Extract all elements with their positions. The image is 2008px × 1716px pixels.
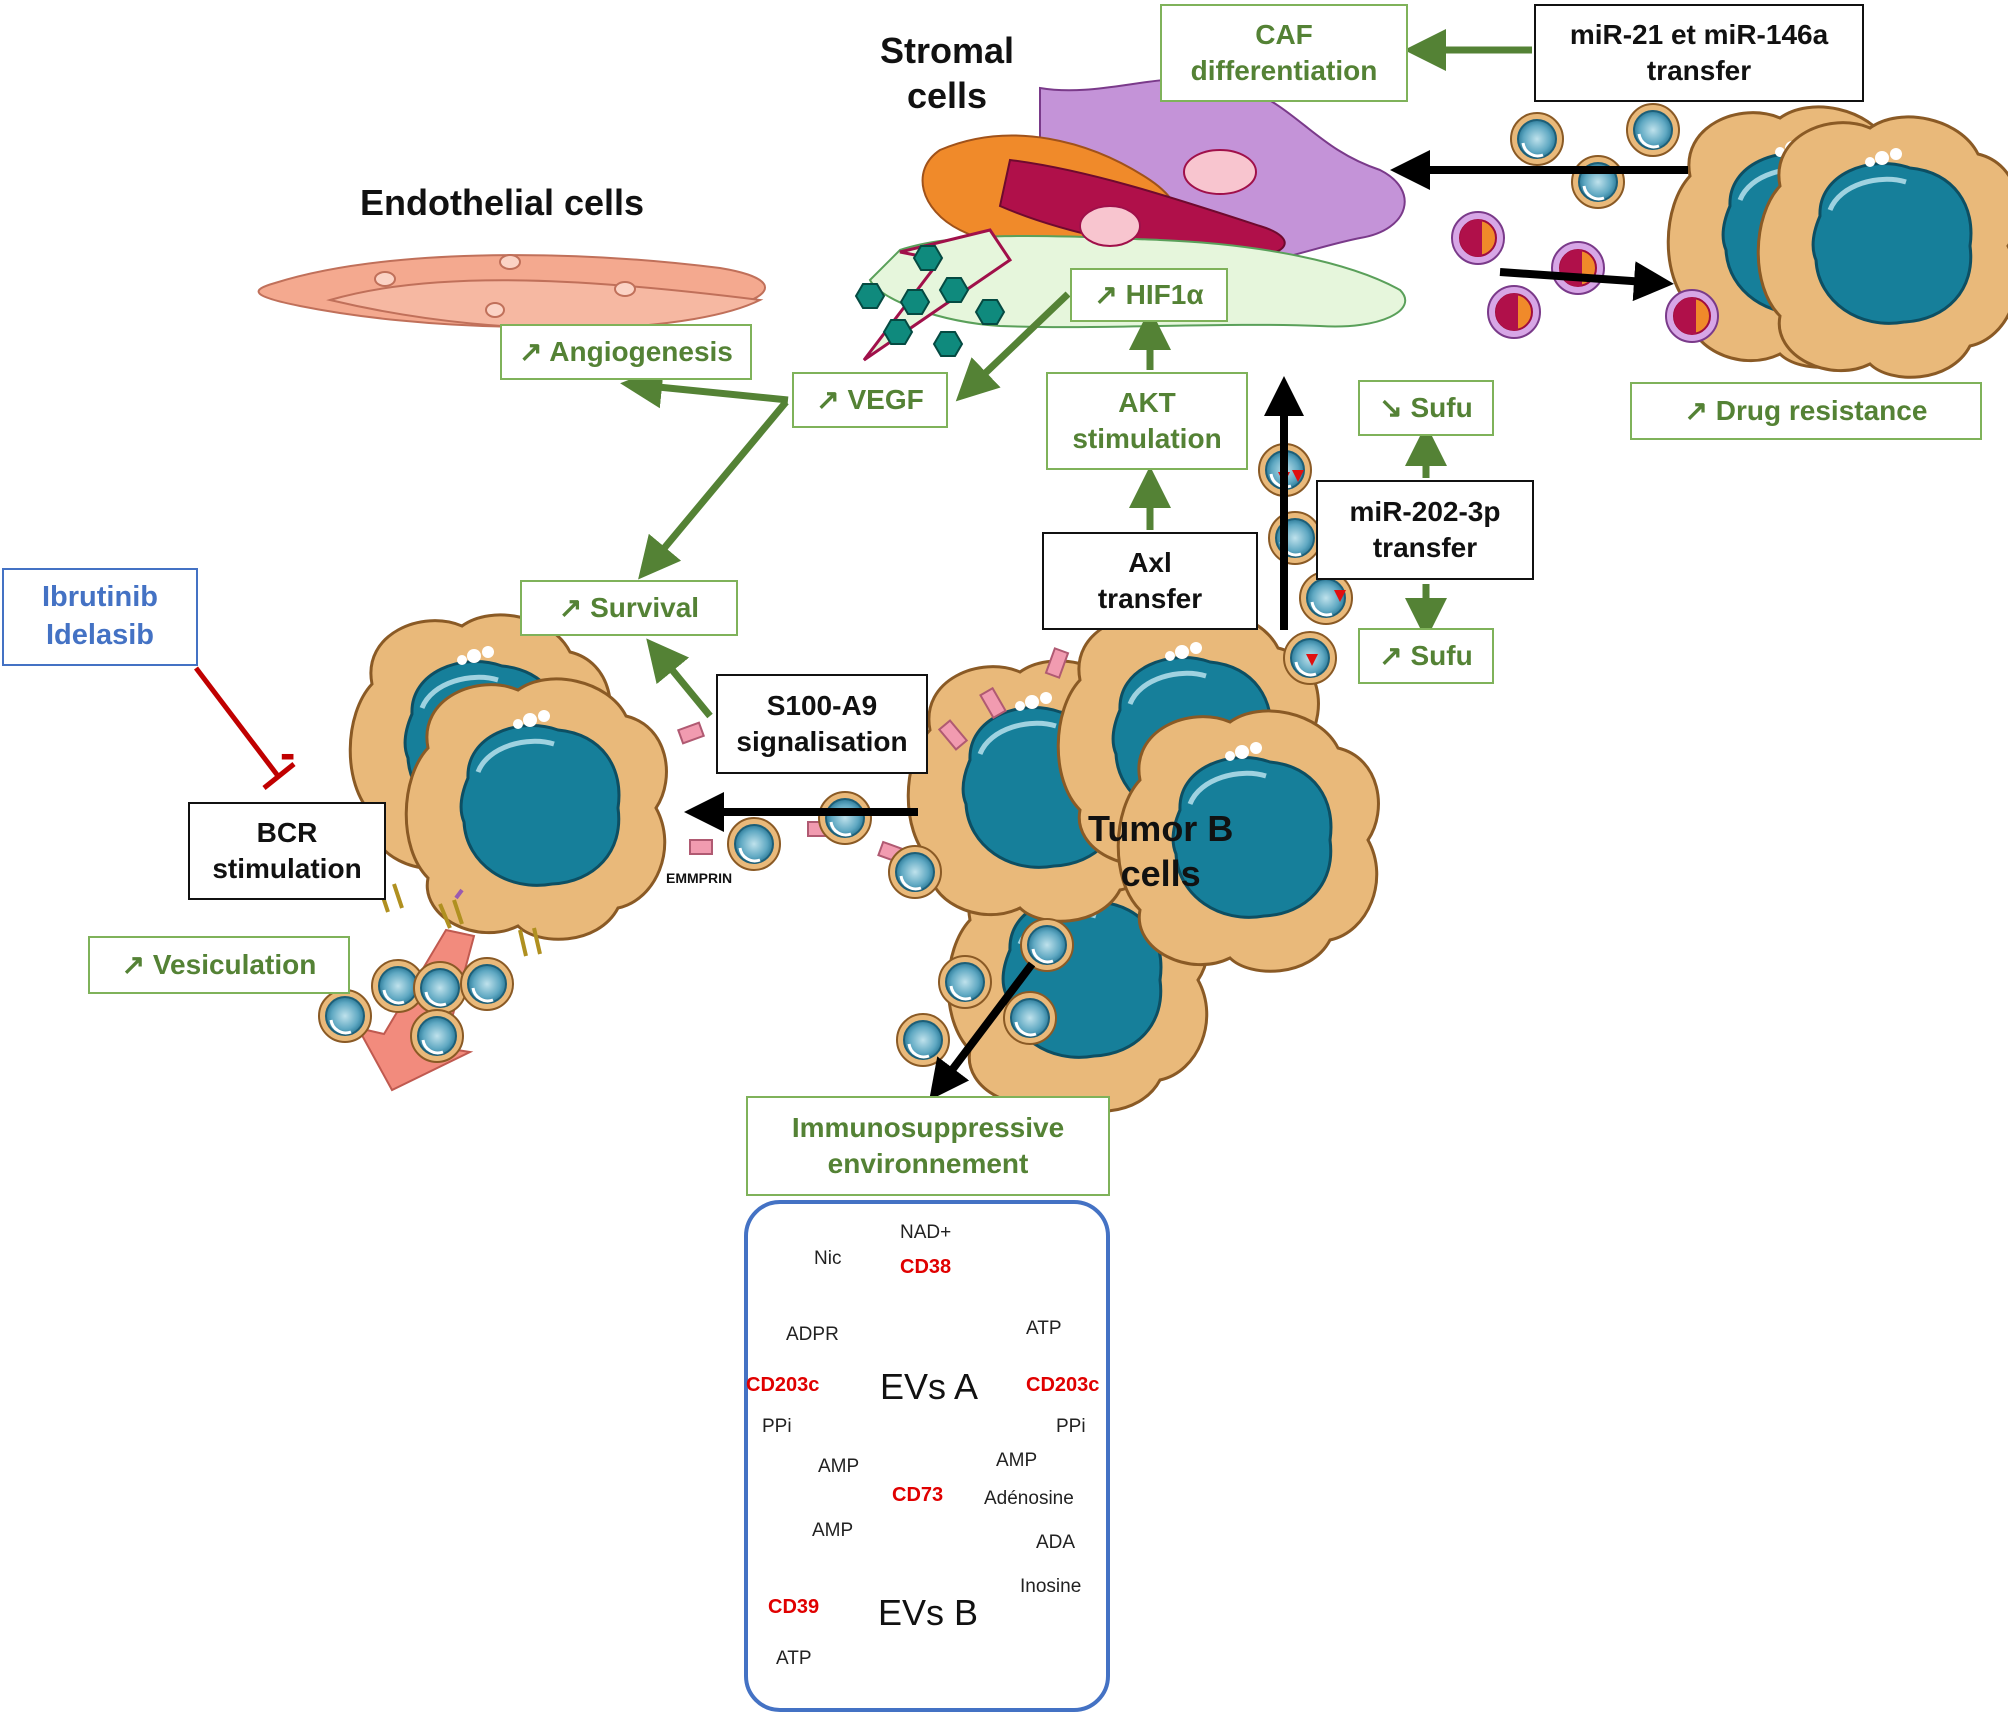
sufu-down-box: ↘ Sufu bbox=[1358, 380, 1494, 436]
survival-box: ↗ Survival bbox=[520, 580, 738, 636]
inhibition-line bbox=[194, 666, 296, 790]
emmprin-label: EMMPRIN bbox=[666, 870, 733, 886]
ppi-right-label: PPi bbox=[1056, 1416, 1086, 1437]
ibrutinib-idelasib-box: Ibrutinib Idelasib bbox=[2, 568, 198, 666]
akt-stimulation-box: AKT stimulation bbox=[1046, 372, 1248, 470]
drug-resistance-box: ↗ Drug resistance bbox=[1630, 382, 1982, 440]
evs-b-label: EVs B bbox=[878, 1592, 979, 1633]
amp-mid-label: AMP bbox=[812, 1520, 854, 1541]
ppi-left-label: PPi bbox=[762, 1416, 792, 1437]
evs-a-label: EVs A bbox=[880, 1366, 979, 1407]
nad-label: NAD+ bbox=[900, 1222, 952, 1243]
axl-transfer-box: Axl transfer bbox=[1042, 532, 1258, 630]
nic-label: Nic bbox=[814, 1248, 842, 1269]
atp-bottom-label: ATP bbox=[776, 1648, 812, 1669]
endothelial-cells-illustration bbox=[257, 254, 766, 330]
hif1a-box: ↗ HIF1α bbox=[1070, 268, 1228, 322]
immunosuppressive-box: Immunosuppressive environnement bbox=[746, 1096, 1110, 1196]
s100a9-signalisation-box: S100-A9 signalisation bbox=[716, 674, 928, 774]
vegf-box: ↗ VEGF bbox=[792, 372, 948, 428]
black-arrows bbox=[684, 150, 1688, 1101]
sufu-up-box: ↗ Sufu bbox=[1358, 628, 1494, 684]
cd203c-right-label: CD203c bbox=[1026, 1374, 1100, 1396]
ada-label: ADA bbox=[1036, 1532, 1076, 1553]
cd203c-left-label: CD203c bbox=[746, 1374, 820, 1396]
mir202-transfer-box: miR-202-3p transfer bbox=[1316, 480, 1534, 580]
vesiculation-box: ↗ Vesiculation bbox=[88, 936, 350, 994]
drug-resistance-cells-illustration bbox=[1668, 107, 2008, 377]
cd73-label: CD73 bbox=[892, 1484, 944, 1506]
tumor-b-cells-label: Tumor B cells bbox=[1088, 808, 1234, 894]
inhibition-sign: - bbox=[280, 727, 296, 779]
atp-top-label: ATP bbox=[1026, 1318, 1062, 1339]
stromal-cells-label: Stromal cells bbox=[880, 30, 1015, 116]
mir21-transfer-box: miR-21 et miR-146a transfer bbox=[1534, 4, 1864, 102]
adpr-label: ADPR bbox=[786, 1324, 839, 1345]
cd38-label: CD38 bbox=[900, 1256, 952, 1278]
caf-differentiation-box: CAF differentiation bbox=[1160, 4, 1408, 102]
amp-left-label: AMP bbox=[818, 1456, 860, 1477]
adenosine-label: Adénosine bbox=[984, 1488, 1074, 1509]
angiogenesis-box: ↗ Angiogenesis bbox=[500, 324, 752, 380]
green-arrows bbox=[620, 29, 1532, 719]
endothelial-cells-label: Endothelial cells bbox=[360, 182, 645, 223]
amp-right-label: AMP bbox=[996, 1450, 1038, 1471]
ev-enzyme-panel bbox=[744, 1200, 1110, 1712]
bcr-stimulation-box: BCR stimulation bbox=[188, 802, 386, 900]
inosine-label: Inosine bbox=[1020, 1576, 1082, 1597]
cd39-label: CD39 bbox=[768, 1596, 820, 1618]
vesiculation-arrow bbox=[356, 928, 476, 1092]
